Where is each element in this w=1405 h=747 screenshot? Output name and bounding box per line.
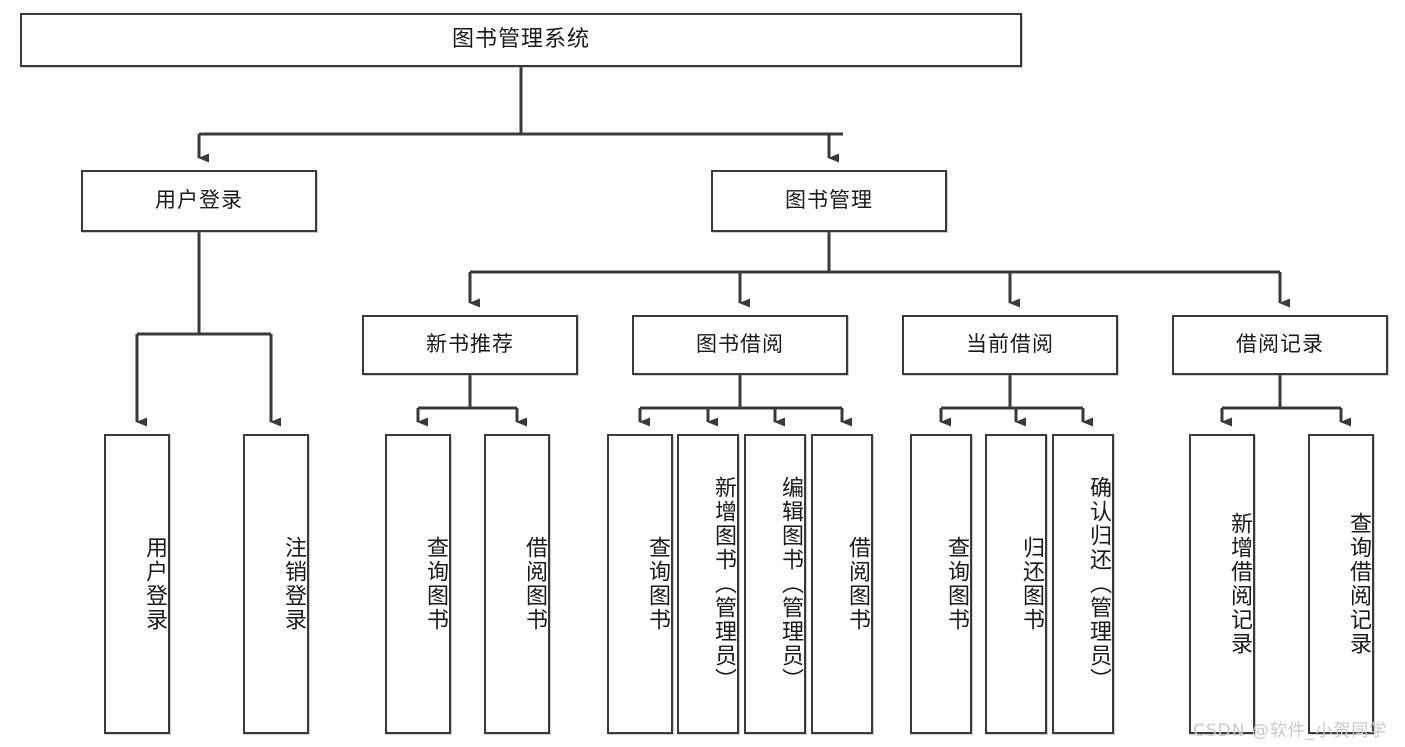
node-label: 借阅图书 (845, 536, 870, 632)
node-user-login[interactable]: 用户登录 (81, 170, 317, 232)
node-label: 确认归还（管理员） (1086, 476, 1111, 692)
node-label: 借阅记录 (1236, 332, 1324, 357)
leaf-return-book[interactable]: 归还图书 (985, 434, 1047, 734)
leaf-user-login[interactable]: 用户登录 (104, 434, 170, 734)
leaf-borrow-book[interactable]: 借阅图书 (811, 434, 873, 734)
leaf-query-book-recommend[interactable]: 查询图书 (385, 434, 451, 734)
node-book-borrow[interactable]: 图书借阅 (632, 315, 848, 375)
node-label: 归还图书 (1019, 536, 1044, 632)
node-label: 图书借阅 (696, 332, 784, 357)
node-borrow-record[interactable]: 借阅记录 (1172, 315, 1388, 375)
leaf-edit-book-admin[interactable]: 编辑图书（管理员） (744, 434, 806, 734)
node-label: 用户登录 (155, 188, 243, 213)
leaf-add-borrow-record[interactable]: 新增借阅记录 (1189, 434, 1255, 734)
node-root-system[interactable]: 图书管理系统 (20, 13, 1022, 67)
node-label: 图书管理 (785, 188, 873, 213)
leaf-logout[interactable]: 注销登录 (243, 434, 309, 734)
node-current-borrow[interactable]: 当前借阅 (902, 315, 1118, 375)
node-label: 查询借阅记录 (1346, 512, 1371, 656)
node-book-manage[interactable]: 图书管理 (711, 170, 947, 232)
leaf-query-book-borrow[interactable]: 查询图书 (607, 434, 673, 734)
node-label: 新增图书（管理员） (711, 476, 736, 692)
leaf-query-borrow-record[interactable]: 查询借阅记录 (1308, 434, 1374, 734)
node-label: 用户登录 (142, 536, 167, 632)
node-label: 查询图书 (944, 536, 969, 632)
node-label: 图书管理系统 (451, 26, 590, 52)
node-label: 编辑图书（管理员） (778, 476, 803, 692)
node-label: 新书推荐 (426, 332, 514, 357)
node-label: 注销登录 (281, 536, 306, 632)
node-label: 查询图书 (645, 536, 670, 632)
node-label: 当前借阅 (966, 332, 1054, 357)
leaf-add-book-admin[interactable]: 新增图书（管理员） (677, 434, 739, 734)
node-new-book-recommend[interactable]: 新书推荐 (362, 315, 578, 375)
csdn-watermark: CSDN @软件_小贺同学 (1193, 721, 1388, 741)
node-label: 查询图书 (423, 536, 448, 632)
node-label: 新增借阅记录 (1227, 512, 1252, 656)
node-label: 借阅图书 (522, 536, 547, 632)
leaf-confirm-return-admin[interactable]: 确认归还（管理员） (1052, 434, 1114, 734)
leaf-query-book-current[interactable]: 查询图书 (910, 434, 972, 734)
leaf-borrow-book-recommend[interactable]: 借阅图书 (484, 434, 550, 734)
